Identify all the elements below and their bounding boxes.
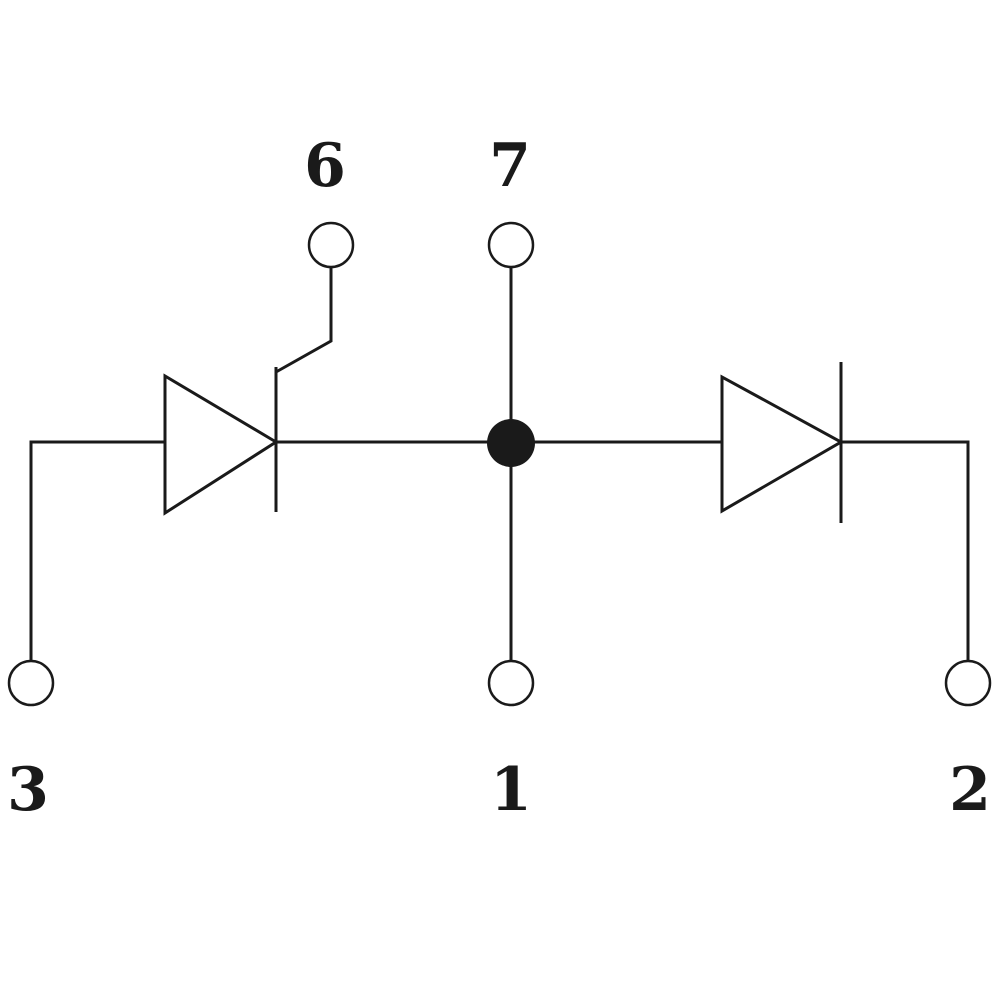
thyristor-gate-lead: [275, 267, 333, 374]
label-pin-2: 2: [949, 755, 991, 825]
label-pin-3: 3: [7, 755, 49, 825]
junction-dot: [487, 419, 535, 467]
diode: [720, 362, 845, 523]
label-pin-7: 7: [489, 131, 531, 201]
terminal-6: [307, 221, 355, 269]
terminal-7: [487, 221, 535, 269]
wire-terminal-3: [29, 440, 165, 660]
wire-terminal-2: [841, 440, 970, 660]
terminal-2: [944, 659, 992, 707]
label-pin-1: 1: [490, 755, 532, 825]
terminal-3: [7, 659, 55, 707]
terminal-1: [487, 659, 535, 707]
label-pin-6: 6: [304, 131, 346, 201]
diode-triangle: [720, 374, 845, 514]
thyristor: [163, 267, 333, 516]
thyristor-triangle: [163, 373, 279, 516]
